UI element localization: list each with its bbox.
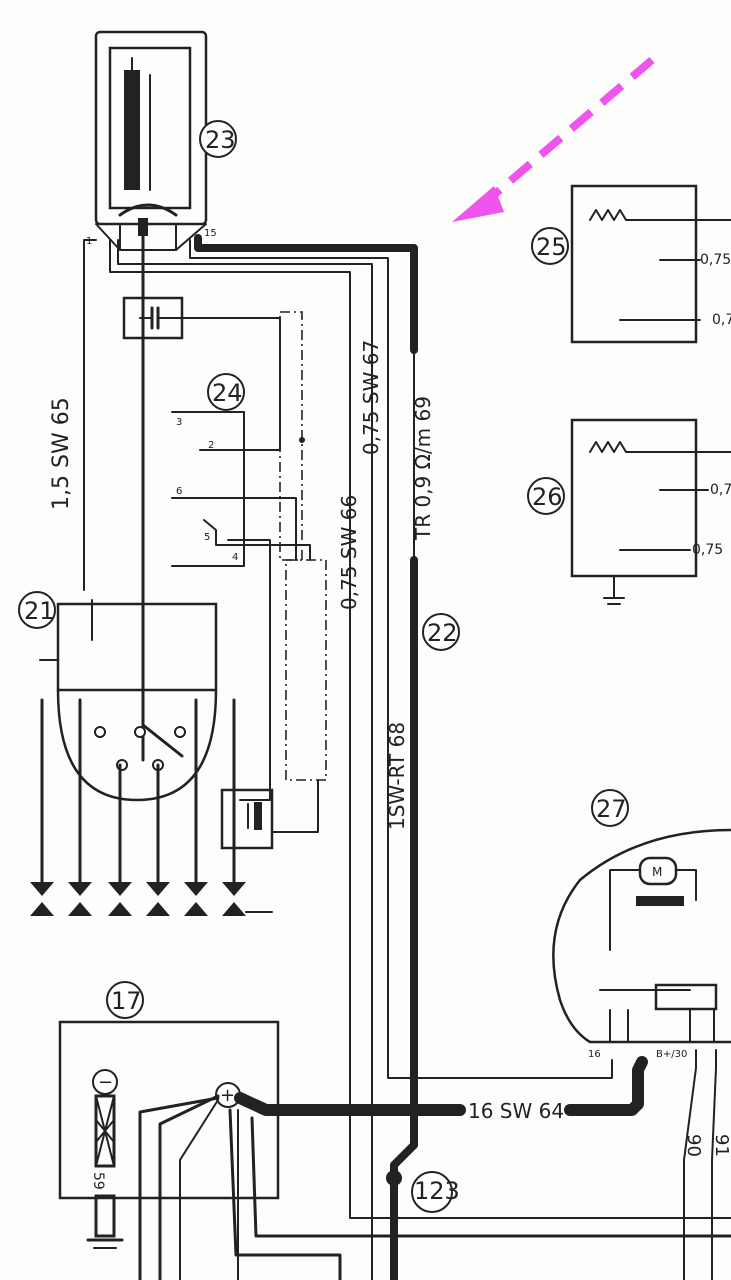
wire-66 [109, 239, 731, 1219]
label-circle-22 [422, 613, 460, 651]
wire-label-59: 59 [90, 1172, 106, 1190]
component-123: 123 [411, 1171, 460, 1213]
coil-box [220, 779, 319, 850]
label-circle-21 [18, 591, 56, 629]
battery-plus: + [220, 1085, 235, 1106]
component-21: 21 [18, 591, 273, 916]
component-123-number: 123 [414, 1177, 460, 1205]
comp25-label-b: 0,7 [712, 312, 731, 328]
component-26: 26 0,7 0,75 [527, 418, 731, 605]
wire-label-90: 90 [683, 1134, 704, 1157]
label-circle-123 [411, 1171, 453, 1213]
component-23: 23 1 15 [86, 30, 237, 251]
component-17-number: 17 [111, 987, 142, 1015]
comp26-label-b: 0,75 [692, 542, 723, 558]
wire-64-right [564, 1056, 648, 1116]
comp26-label-a: 0,7 [710, 482, 731, 498]
upper-wiring: 1,5 SW 65 0,75 SW 67 TR 0,9 Ω/m 69 0,75 … [49, 234, 731, 1280]
wire-69-top [194, 234, 418, 354]
wire-label-66: 0,75 SW 66 [337, 495, 361, 610]
contact-4-label: 4 [232, 552, 238, 563]
component-23-number: 23 [205, 126, 236, 154]
wire-label-64: 16 SW 64 [468, 1099, 564, 1123]
contact-3-label: 3 [176, 417, 182, 428]
component-25: 25 0,75 0,7 [531, 184, 731, 344]
component-25-number: 25 [536, 233, 567, 261]
label-circle-23 [199, 120, 237, 158]
component-22: 22 [422, 613, 460, 651]
wire-label-69: TR 0,9 Ω/m 69 [411, 396, 435, 541]
label-circle-17 [106, 981, 144, 1019]
wire-64 [234, 1092, 466, 1116]
label-circle-26 [527, 477, 565, 515]
contact-5-label: 5 [204, 532, 210, 543]
wire-label-68: 1SW-RT 68 [385, 722, 409, 830]
contact-2-label: 2 [208, 440, 214, 451]
pin-1-label: 1 [86, 236, 92, 247]
component-24-number: 24 [212, 379, 243, 407]
component-24: 24 3 2 6 5 4 [171, 317, 311, 801]
motor-label: M [652, 865, 662, 879]
component-26-number: 26 [532, 483, 563, 511]
label-circle-24 [207, 373, 245, 411]
pin-15-label: 15 [204, 228, 217, 239]
contact-6-label: 6 [176, 486, 182, 497]
wire-67 [117, 239, 373, 1280]
component-22-number: 22 [427, 619, 458, 647]
label-circle-25 [531, 227, 569, 265]
battery-cable: 16 SW 64 [138, 1056, 731, 1280]
comp25-label-a: 0,75 [700, 252, 731, 268]
pin-b30-label: B+/30 [656, 1049, 687, 1060]
wire-label-67: 0,75 SW 67 [359, 340, 383, 455]
label-circle-27 [591, 789, 629, 827]
wire-68 [189, 239, 613, 1079]
pin-16-label: 16 [588, 1049, 601, 1060]
battery-minus: − [98, 1072, 113, 1093]
component-27: 27 M 16 B+/30 90 91 [552, 789, 731, 1280]
wire-label-91: 91 [711, 1134, 731, 1157]
wire-65 [83, 239, 97, 591]
component-17: 17 − + 59 [58, 981, 280, 1249]
annotation-arrow [452, 56, 655, 222]
component-21-number: 21 [24, 597, 55, 625]
wire-label-65: 1,5 SW 65 [49, 397, 74, 510]
component-27-number: 27 [596, 795, 627, 823]
